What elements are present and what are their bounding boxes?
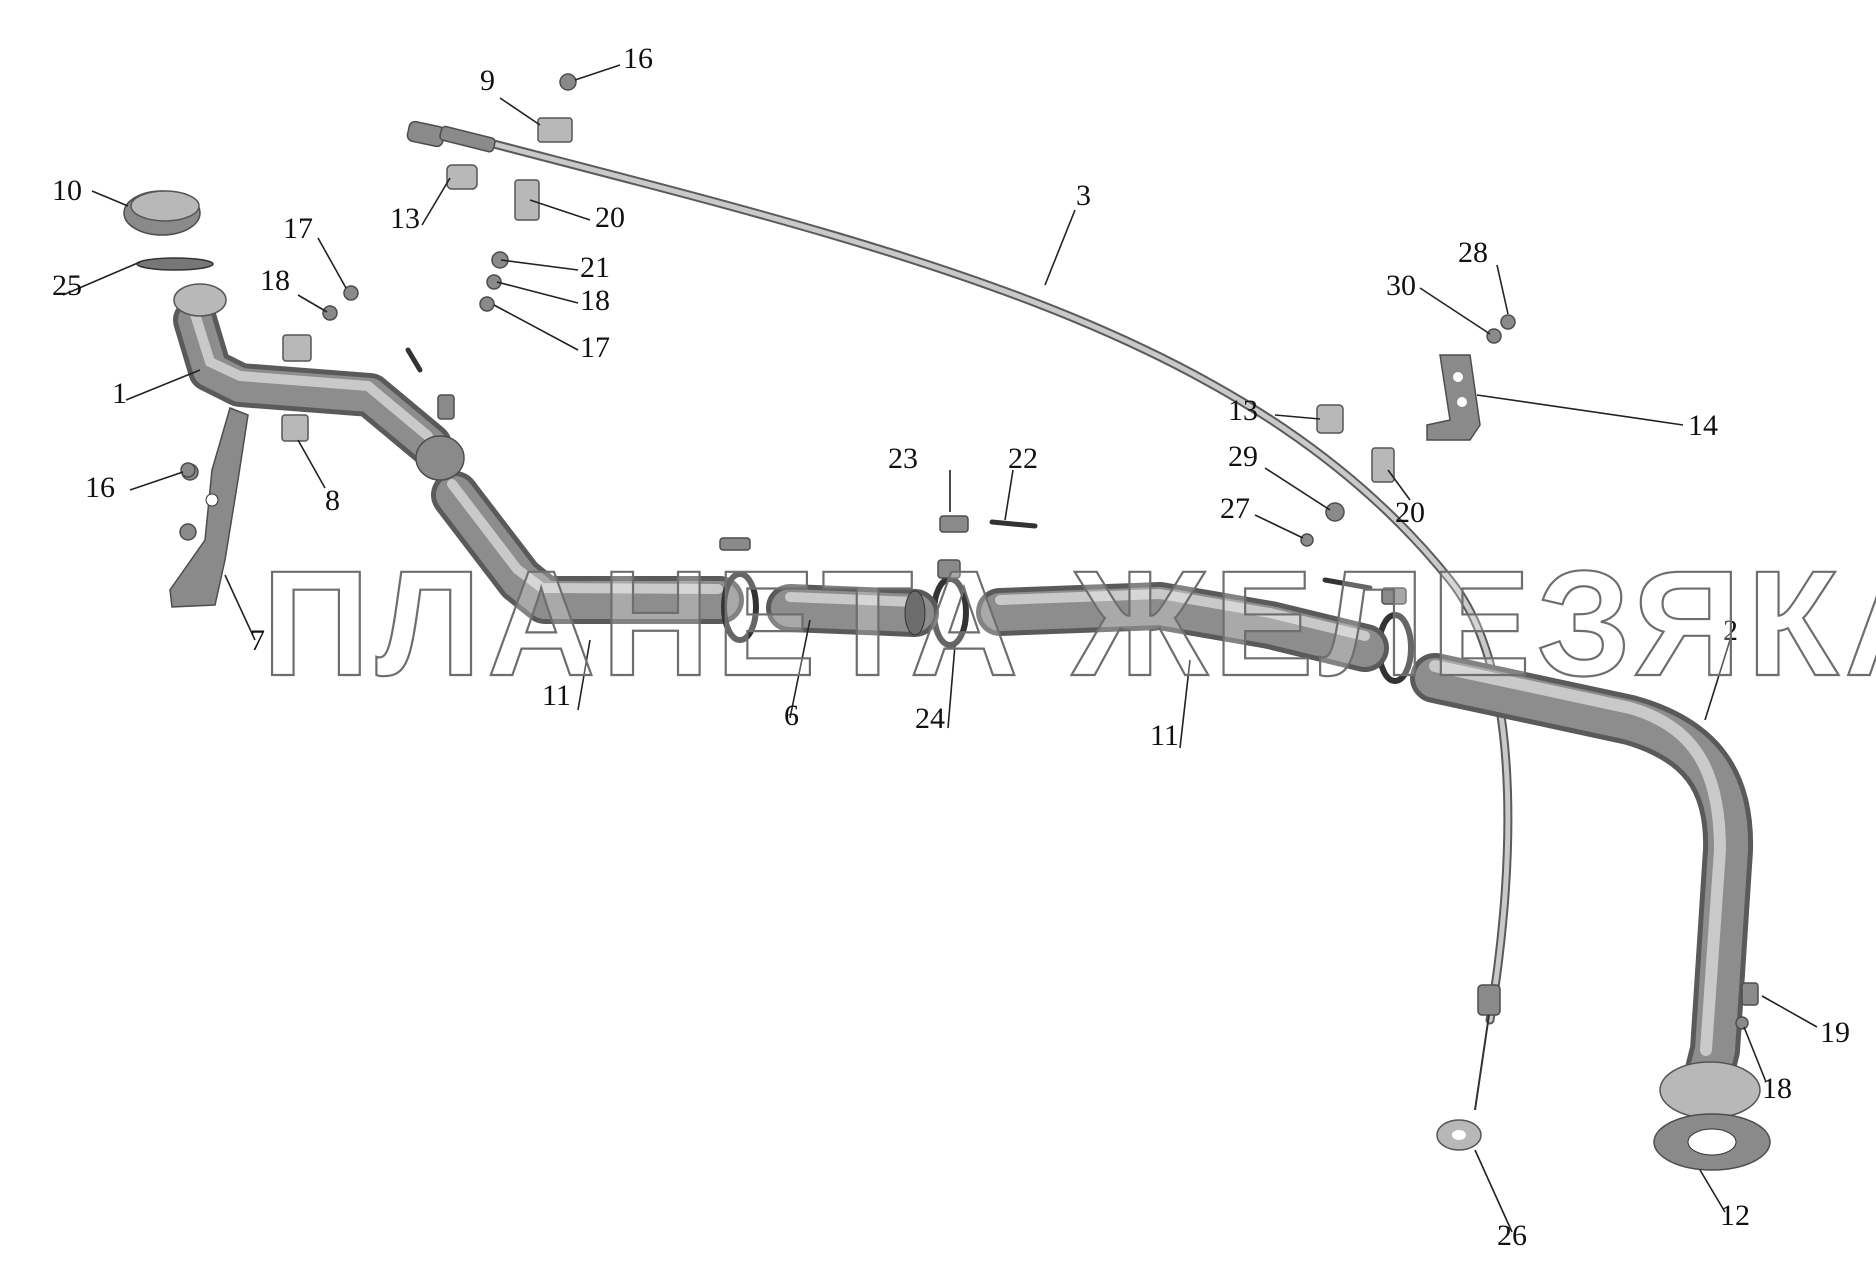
callout-9: 9: [480, 64, 495, 97]
callout-21: 21: [580, 251, 610, 284]
cable-assembly: [406, 120, 1513, 1111]
hose-clamps: [719, 537, 1414, 684]
callout-12: 12: [1720, 1199, 1750, 1232]
callout-13-left: 13: [390, 202, 420, 235]
callout-8: 8: [325, 484, 340, 517]
hose-6: [766, 584, 939, 637]
callout-6: 6: [784, 699, 799, 732]
callout-30: 30: [1386, 269, 1416, 302]
callout-3: 3: [1076, 179, 1091, 212]
bracket-14: [1426, 354, 1481, 441]
callout-28: 28: [1458, 236, 1488, 269]
hose-11-left: [415, 435, 744, 624]
callout-2: 2: [1723, 614, 1738, 647]
callout-11-right: 11: [1150, 719, 1179, 752]
callout-11-left: 11: [542, 679, 571, 712]
pipe-2: [1410, 653, 1771, 1171]
callout-17-mid: 17: [580, 331, 610, 364]
callout-22: 22: [1008, 442, 1038, 475]
callout-27: 27: [1220, 492, 1250, 525]
callout-14: 14: [1688, 409, 1718, 442]
callout-25: 25: [52, 269, 82, 302]
hardware: [180, 73, 1759, 1151]
callout-labels: 1 2 3 6 7 8 9 10 11 11 12 13 13 14 16 16…: [52, 42, 1850, 1252]
watermark: ПЛАНЕТА ЖЕЛЕЗЯКА: [262, 539, 1876, 707]
callout-10: 10: [52, 174, 82, 207]
callout-7: 7: [250, 624, 265, 657]
hose-11-right: [976, 582, 1389, 672]
leader-lines: [62, 64, 1818, 1233]
callout-16-left: 16: [85, 471, 115, 504]
callout-17-left: 17: [283, 212, 313, 245]
clamps-8: [281, 334, 312, 442]
callout-29: 29: [1228, 440, 1258, 473]
callout-24: 24: [915, 702, 945, 735]
callout-18-right: 18: [1762, 1072, 1792, 1105]
callout-20-top: 20: [595, 201, 625, 234]
callout-19: 19: [1820, 1016, 1850, 1049]
callout-23: 23: [888, 442, 918, 475]
filler-cap: [123, 190, 214, 271]
callout-13-right: 13: [1228, 394, 1258, 427]
callout-18-mid: 18: [580, 284, 610, 317]
callout-18-left: 18: [260, 264, 290, 297]
callout-16-top: 16: [623, 42, 653, 75]
callout-1: 1: [112, 377, 127, 410]
bracket-7: [169, 407, 249, 608]
pipe-1: [173, 283, 452, 467]
callout-26: 26: [1497, 1219, 1527, 1252]
callout-20-right: 20: [1395, 496, 1425, 529]
